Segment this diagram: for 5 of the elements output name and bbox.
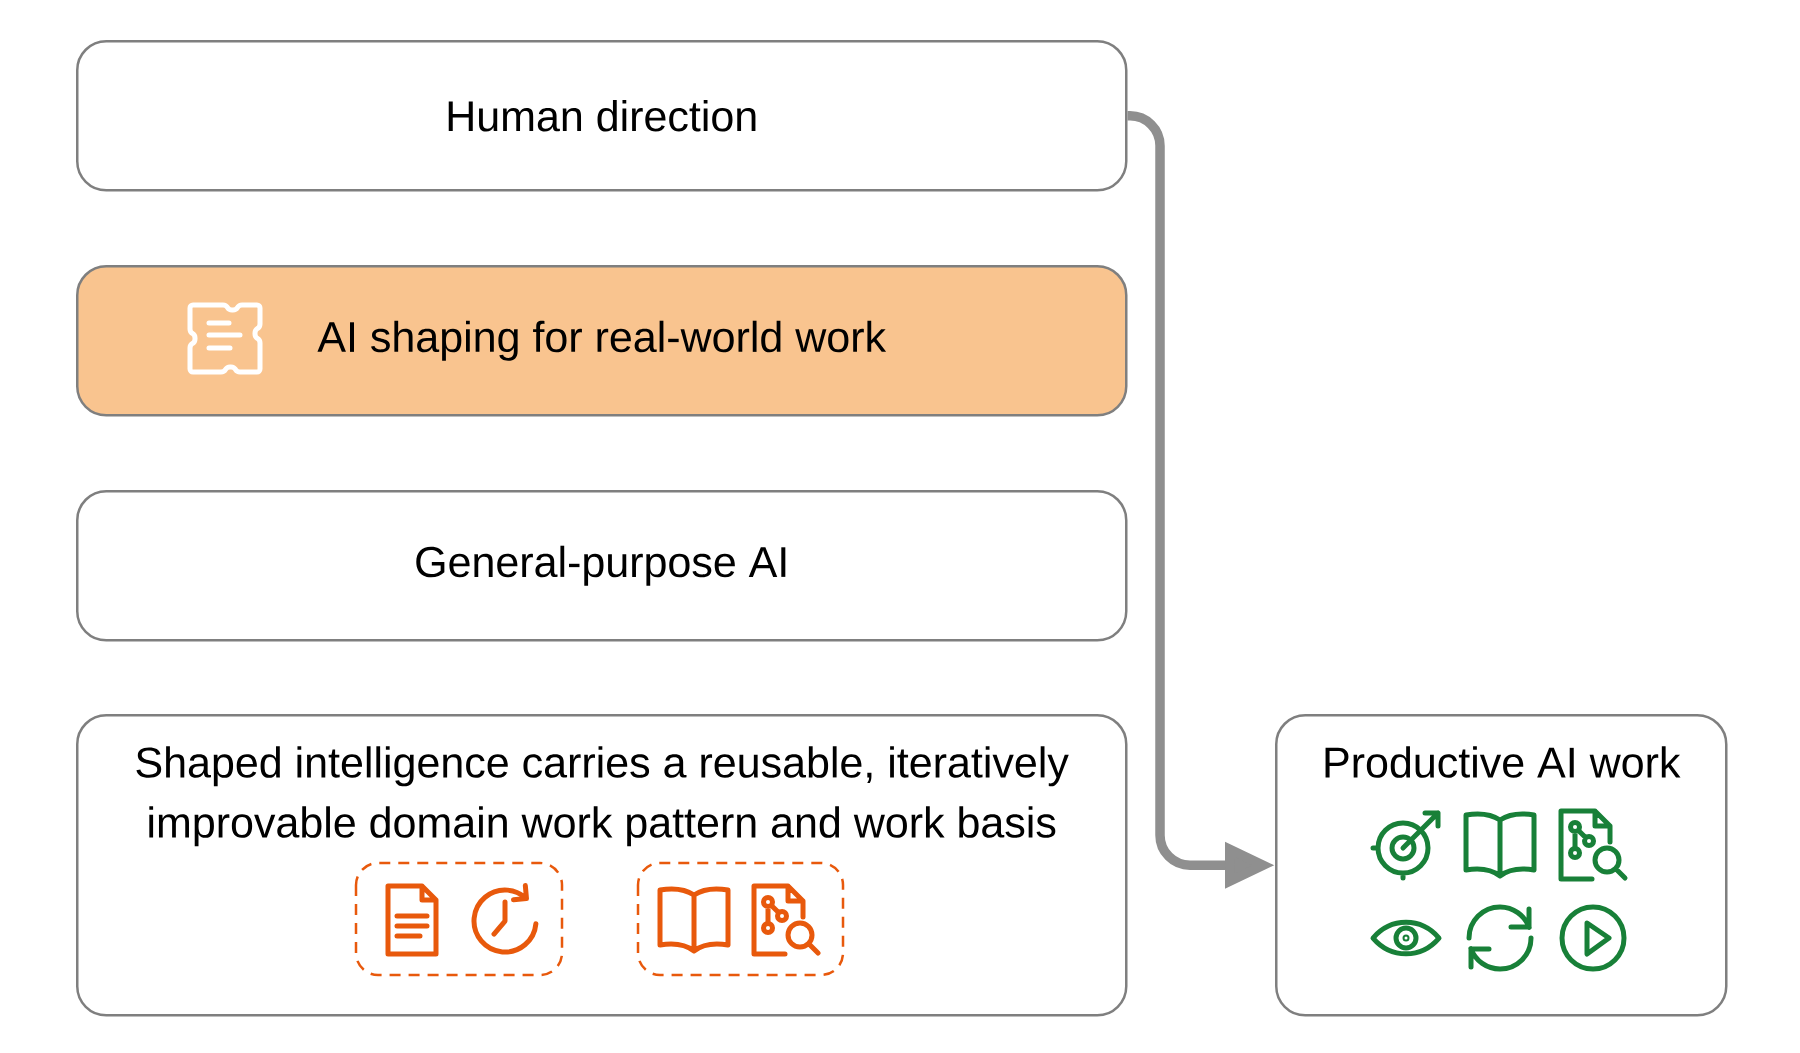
layer-box: AI shaping for real-world work: [76, 265, 1128, 417]
layer-box: Human direction: [76, 40, 1128, 192]
panel-box: Shaped intelligence carries a reusable, iteratively improvable domain work pattern and work basis: [76, 714, 1128, 1017]
panel-box: Productive AI work: [1275, 714, 1728, 1017]
layer-box: General-purpose AI: [76, 490, 1128, 642]
